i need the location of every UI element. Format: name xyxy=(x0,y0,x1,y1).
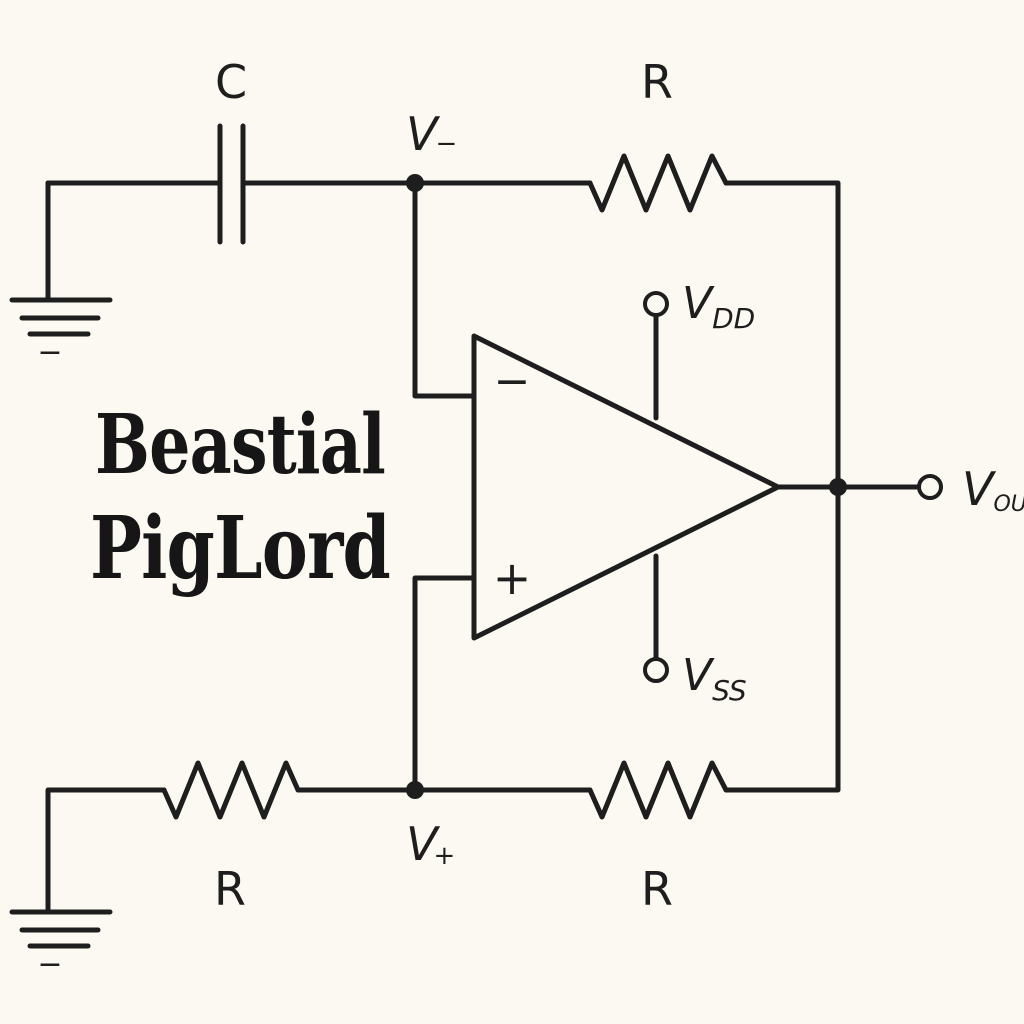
opamp-triangle-icon xyxy=(471,333,781,641)
wire-vminus-to-opamp xyxy=(412,180,477,399)
vout-sub: OU xyxy=(993,492,1024,517)
wire-vplus-to-opamp xyxy=(412,575,477,793)
watermark-line-2: PigLord xyxy=(90,498,390,599)
ground-bottom-mark: − xyxy=(37,947,62,982)
node-vminus-sub: − xyxy=(435,129,457,159)
ground-top-icon xyxy=(9,297,113,337)
capacitor-icon xyxy=(217,123,246,245)
capacitor-label: C xyxy=(215,55,247,109)
ground-top-mark: − xyxy=(37,335,62,370)
node-vplus-base: V xyxy=(406,817,441,871)
vdd-label: VDD xyxy=(682,278,755,335)
junction-vplus-icon xyxy=(406,781,424,799)
junction-output-icon xyxy=(829,478,847,496)
node-vminus-base: V xyxy=(406,107,441,161)
wire-ground-bottom xyxy=(45,787,167,915)
node-vminus-label: V− xyxy=(406,107,457,161)
terminal-vdd-icon xyxy=(643,291,669,317)
vss-label: VSS xyxy=(682,650,747,707)
watermark-line-1: Beastial xyxy=(95,397,385,493)
opamp-minus-label: − xyxy=(494,356,531,407)
vout-label: VOU xyxy=(962,462,1024,517)
resistor-bottom-right-label: R xyxy=(641,862,673,916)
resistor-bottom-left-label: R xyxy=(214,862,246,916)
junction-vminus-icon xyxy=(406,174,424,192)
vdd-base: V xyxy=(682,278,715,329)
resistor-top-label: R xyxy=(641,55,673,109)
opamp-plus-label: + xyxy=(493,551,532,605)
ground-bottom-icon xyxy=(9,909,113,949)
resistor-top-icon xyxy=(587,153,729,213)
terminal-vss-icon xyxy=(643,657,669,683)
node-vplus-sub: + xyxy=(433,841,455,871)
terminal-vout-icon xyxy=(917,474,943,500)
vout-base: V xyxy=(962,462,997,516)
vss-sub: SS xyxy=(712,674,747,707)
resistor-bottom-right-icon xyxy=(587,760,729,820)
vdd-sub: DD xyxy=(712,302,755,335)
vss-base: V xyxy=(682,650,715,701)
resistor-bottom-left-icon xyxy=(161,760,301,820)
node-vplus-label: V+ xyxy=(406,817,455,871)
